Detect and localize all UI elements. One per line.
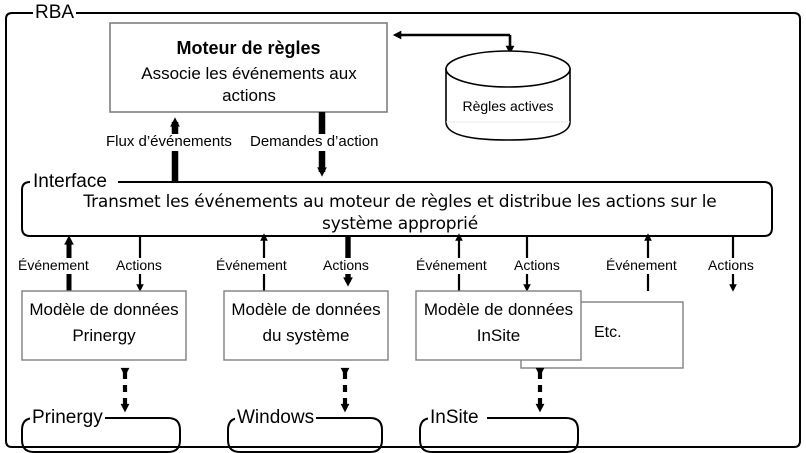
model-box-systeme	[223, 290, 389, 361]
model-box-insite	[415, 290, 582, 361]
rules-engine-title: Moteur de règles	[176, 38, 321, 58]
channel-4-event-label: Événement	[605, 257, 678, 274]
interface-description-line2: système approprié	[322, 214, 478, 234]
system-label-windows: Windows	[235, 407, 317, 429]
channel-3-action-label: Actions	[513, 257, 561, 274]
system-box-insite	[419, 417, 579, 453]
system-label-insite: InSite	[428, 407, 481, 429]
system-box-windows	[227, 417, 383, 453]
rules-engine-box	[109, 22, 388, 113]
interface-description-line1: Transmet les événements au moteur de règ…	[83, 192, 717, 212]
system-box-prinergy	[21, 417, 181, 453]
action-requests-label: Demandes d’action	[249, 133, 380, 151]
channel-1-action-label: Actions	[115, 257, 163, 274]
system-label-prinergy: Prinergy	[30, 407, 105, 429]
active-rules-datastore	[445, 50, 571, 141]
rules-feedback-connector	[392, 30, 515, 55]
rules-engine-subtitle-line2: actions	[222, 86, 276, 105]
channel-3-event-label: Événement	[415, 257, 488, 274]
model-label-systeme-line2: du système	[262, 326, 350, 345]
interface-group-label: Interface	[31, 171, 109, 193]
model-label-prinergy-line1: Modèle de données	[29, 300, 179, 319]
interface-group-border	[21, 181, 773, 237]
channel-2-action-label: Actions	[322, 257, 370, 274]
active-rules-label: Règles actives	[462, 98, 554, 114]
model-box-prinergy	[21, 290, 187, 361]
model-label-systeme-line1: Modèle de données	[231, 300, 381, 319]
event-stream-label: Flux d’événements	[105, 133, 233, 151]
rba-group-border	[5, 12, 801, 448]
model-label-insite-line1: Modèle de données	[423, 300, 574, 319]
model-label-insite-line2: InSite	[476, 326, 521, 345]
rba-group-label: RBA	[33, 2, 77, 24]
channel-1-event-label: Événement	[17, 257, 90, 274]
etc-box-label: Etc.	[594, 324, 622, 341]
channel-2-event-label: Événement	[215, 257, 288, 274]
rules-engine-subtitle-line1: Associe les événements aux	[141, 64, 357, 83]
channel-4-action-label: Actions	[707, 257, 755, 274]
model-label-prinergy-line2: Prinergy	[72, 326, 136, 345]
